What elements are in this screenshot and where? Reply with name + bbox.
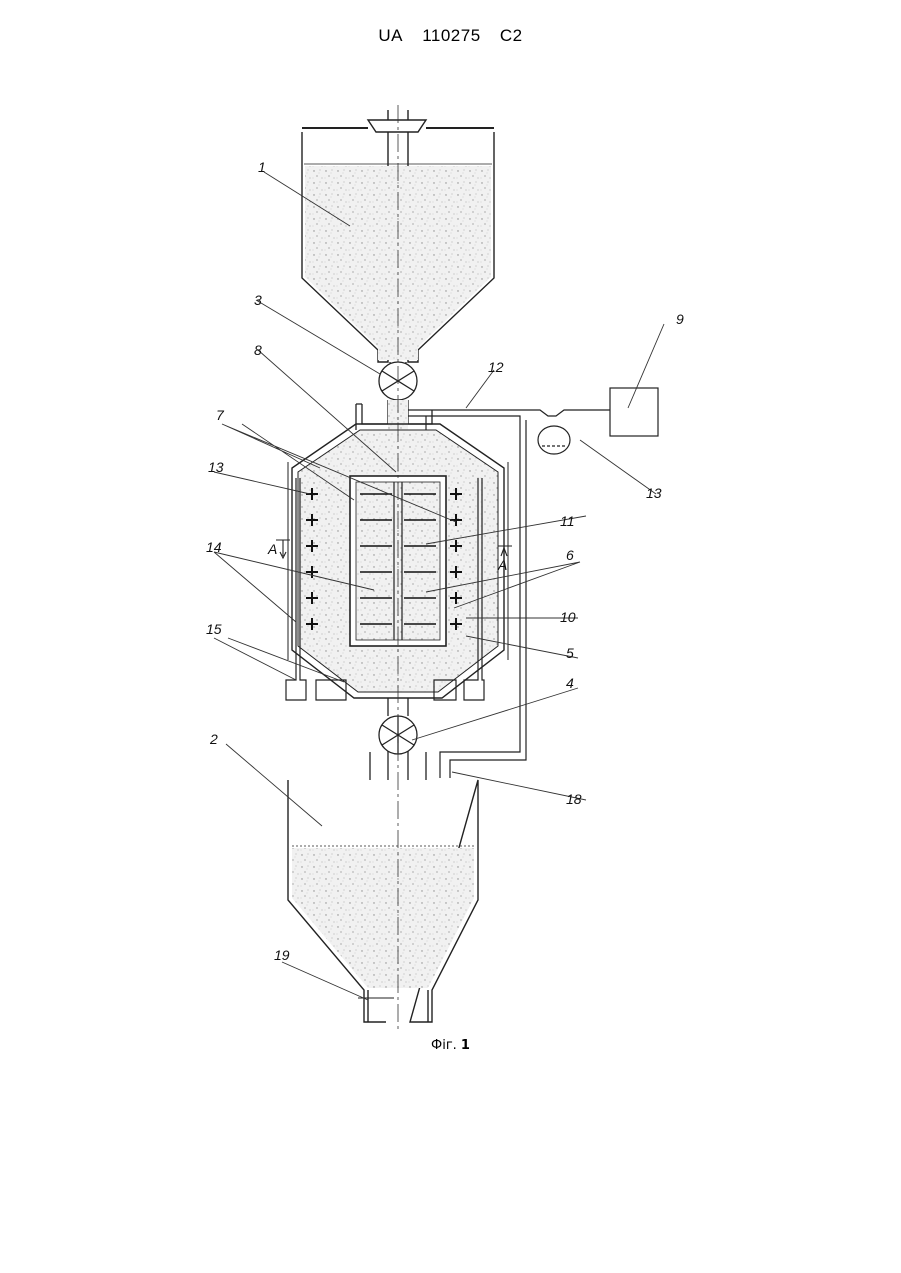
label-13-right: 13 (646, 485, 662, 501)
section-a-left: A (267, 541, 277, 557)
label-12: 12 (488, 359, 504, 375)
lower-hopper (288, 780, 478, 1022)
label-4: 4 (566, 675, 574, 691)
label-1: 1 (258, 159, 266, 175)
label-7: 7 (216, 407, 225, 423)
label-15: 15 (206, 621, 222, 637)
label-3: 3 (254, 292, 262, 308)
label-19: 19 (274, 947, 290, 963)
label-5: 5 (566, 645, 574, 661)
label-14: 14 (206, 539, 222, 555)
label-13-left: 13 (208, 459, 224, 475)
label-10: 10 (560, 609, 576, 625)
label-2: 2 (209, 731, 218, 747)
label-8: 8 (254, 342, 262, 358)
label-9: 9 (676, 311, 684, 327)
label-11: 11 (560, 513, 575, 529)
section-a-right: A (497, 557, 507, 573)
upper-neck (356, 400, 432, 430)
figure-caption-prefix: Фіг. (431, 1038, 457, 1053)
figure-caption-number: 1 (461, 1038, 470, 1053)
label-18: 18 (566, 791, 582, 807)
label-6: 6 (566, 547, 574, 563)
figure-caption: Фіг. 1 (0, 1038, 901, 1053)
